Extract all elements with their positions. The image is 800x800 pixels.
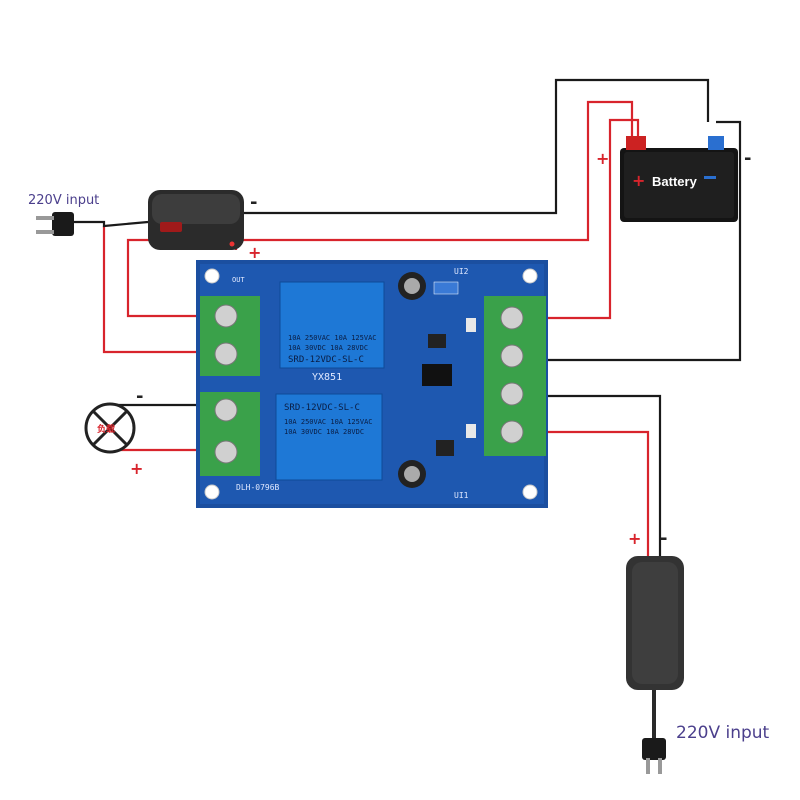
load-symbol — [84, 402, 136, 454]
board-out-label: OUT — [232, 276, 245, 284]
ac-plug-top — [36, 212, 74, 236]
svg-text:+: + — [632, 171, 645, 190]
battery: + — [620, 136, 738, 222]
battery-minus: - — [744, 148, 751, 169]
relay-top: 10A 250VAC 10A 125VAC 10A 30VDC 10A 28VD… — [279, 281, 385, 369]
ac-input-bottom-label: 220V input — [676, 723, 770, 743]
svg-text:10A 250VAC 10A 125VAC: 10A 250VAC 10A 125VAC — [284, 418, 373, 426]
wire-psu-negative — [548, 394, 662, 560]
relay-bottom: SRD-12VDC-SL-C 10A 250VAC 10A 125VAC 10A… — [275, 393, 383, 481]
charger-minus: - — [250, 192, 257, 213]
psu-plus: + — [628, 529, 641, 548]
ac-plug-bottom — [642, 738, 666, 774]
svg-text:SRD-12VDC-SL-C: SRD-12VDC-SL-C — [288, 355, 364, 365]
load-plus: + — [130, 459, 143, 478]
wire-battery-positive — [548, 118, 640, 320]
terminal-block-right — [484, 296, 546, 456]
board-model: YX851 — [312, 372, 342, 383]
power-adapter — [626, 556, 684, 690]
capacitors — [398, 272, 426, 488]
load-label: 负载 — [97, 423, 115, 435]
terminal-block-left — [200, 296, 260, 476]
wire-charger-negative — [244, 78, 710, 215]
wire-left-second — [102, 226, 200, 354]
battery-label: Battery — [652, 174, 698, 189]
board-ui2: UI2 — [454, 267, 469, 276]
charger-plus: + — [248, 243, 261, 262]
wires — [62, 78, 742, 740]
wire-battery-positive-2 — [240, 100, 634, 242]
wire-battery-negative — [548, 120, 742, 362]
charger — [148, 190, 244, 250]
ac-input-top-label: 220V input — [28, 193, 99, 208]
load-minus: - — [136, 386, 143, 407]
pcb-board: 10A 250VAC 10A 125VAC 10A 30VDC 10A 28VD… — [196, 260, 548, 508]
battery-plus: + — [596, 149, 609, 168]
wire-plug-top — [62, 220, 149, 228]
board-pcb-code: DLH-0796B — [236, 483, 280, 492]
svg-text:10A 30VDC 10A 28VDC: 10A 30VDC 10A 28VDC — [284, 428, 364, 436]
svg-text:10A 250VAC 10A 125VAC: 10A 250VAC 10A 125VAC — [288, 334, 377, 342]
svg-text:SRD-12VDC-SL-C: SRD-12VDC-SL-C — [284, 403, 360, 413]
psu-minus: - — [660, 528, 667, 549]
board-ui1: UI1 — [454, 491, 469, 500]
wire-psu-positive — [548, 430, 650, 560]
svg-text:10A 30VDC 10A 28VDC: 10A 30VDC 10A 28VDC — [288, 344, 368, 352]
